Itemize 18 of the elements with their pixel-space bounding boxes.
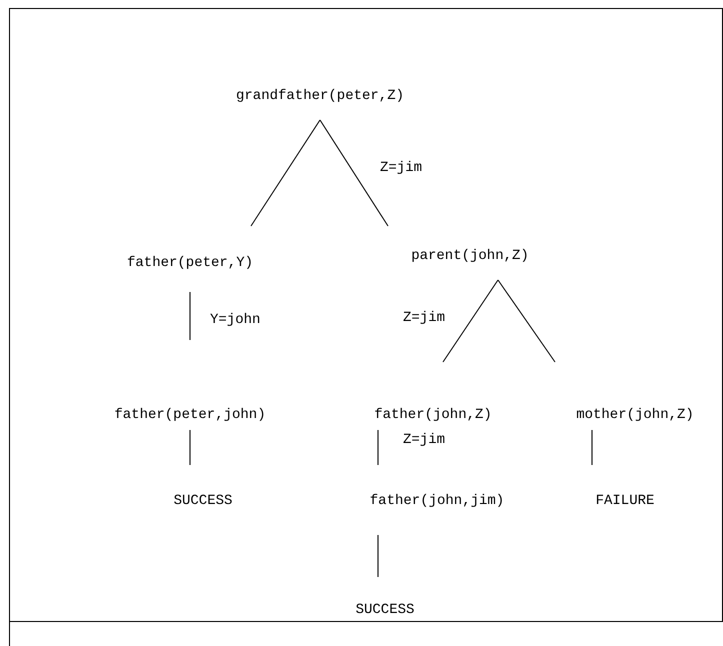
goal-text: father(peter,Y) (126, 255, 254, 271)
edge-label: Z=jim (403, 310, 446, 326)
goal-text: father(peter,john) (113, 407, 267, 423)
tree-branch-line (498, 280, 556, 362)
edge-label: Z=jim (403, 432, 446, 448)
tree-branch-line (442, 280, 498, 362)
goal-text: grandfather(peter,Z) (234, 88, 406, 104)
goal-text: mother(john,Z) (575, 407, 695, 423)
goal-text: SUCCESS (172, 493, 234, 509)
goal-text: FAILURE (594, 493, 656, 509)
goal-text: SUCCESS (354, 602, 416, 618)
goal-text: father(john,jim) (368, 493, 506, 509)
tree-branch-line (320, 120, 388, 226)
goal-text: father(john,Z) (373, 407, 493, 423)
edge-label: Z=jim (380, 160, 422, 176)
tree-branch-line (250, 120, 320, 226)
goal-text: parent(john,Z) (410, 248, 530, 264)
edge-label: Y=john (210, 312, 260, 328)
